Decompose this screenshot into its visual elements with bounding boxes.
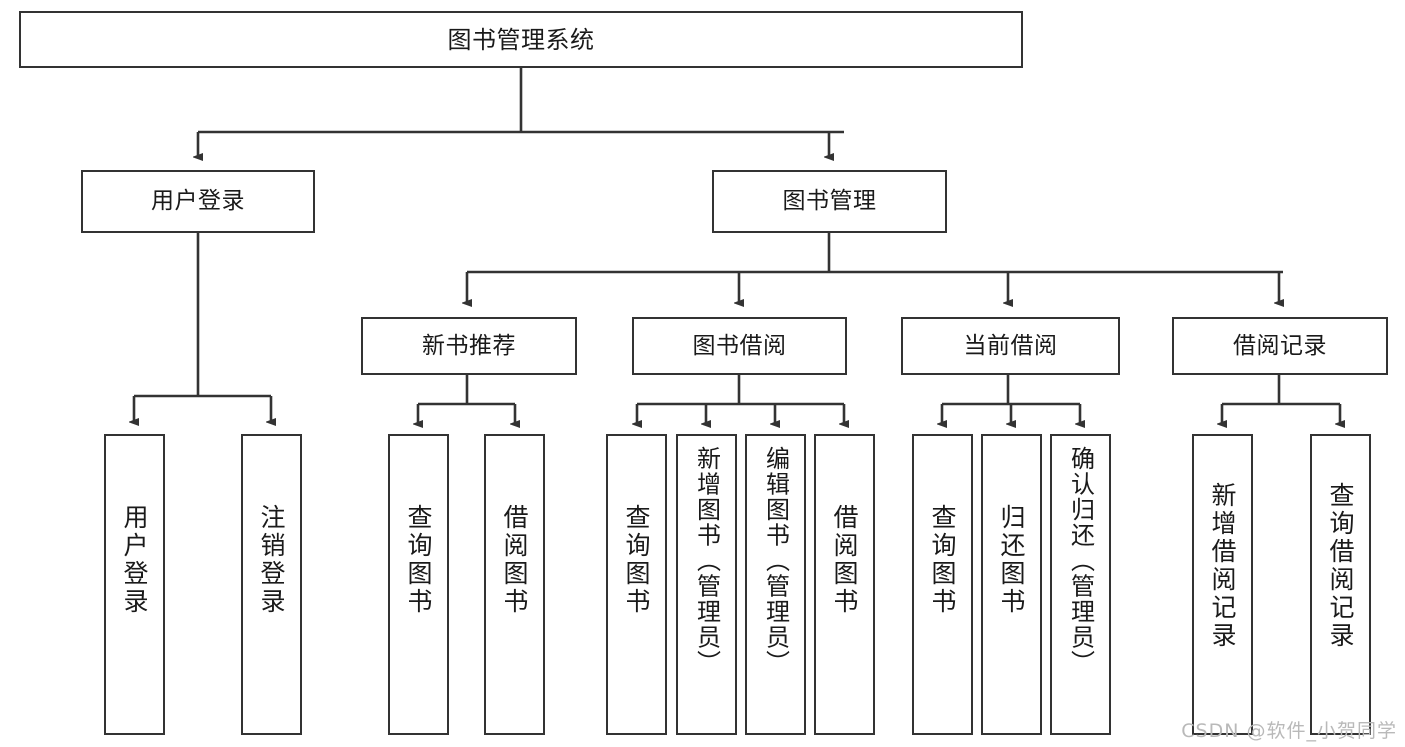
node-label: 借阅记录 (1233, 332, 1327, 359)
node-current-borrow[interactable]: 当前借阅 (901, 317, 1120, 375)
node-book-management[interactable]: 图书管理 (712, 170, 947, 233)
node-user-login[interactable]: 用户登录 (81, 170, 315, 233)
node-label: 注销登录 (257, 504, 286, 616)
leaf-query-book-3[interactable]: 查询图书 (912, 434, 973, 735)
node-label: 编辑图书（管理员） (761, 446, 790, 676)
leaf-edit-book[interactable]: 编辑图书（管理员） (745, 434, 806, 735)
node-label: 借阅图书 (500, 504, 529, 616)
leaf-query-book-1[interactable]: 查询图书 (388, 434, 449, 735)
leaf-user-login[interactable]: 用户登录 (104, 434, 165, 735)
node-label: 查询借阅记录 (1326, 482, 1355, 650)
node-root-system[interactable]: 图书管理系统 (19, 11, 1023, 68)
node-borrow-record[interactable]: 借阅记录 (1172, 317, 1388, 375)
node-label: 图书管理系统 (447, 25, 595, 54)
node-label: 新增图书（管理员） (692, 446, 721, 676)
node-label: 当前借阅 (963, 332, 1058, 359)
node-label: 图书管理 (782, 188, 877, 214)
node-label: 用户登录 (120, 504, 149, 616)
leaf-return-book[interactable]: 归还图书 (981, 434, 1042, 735)
node-label: 图书借阅 (692, 332, 787, 359)
leaf-add-borrow-record[interactable]: 新增借阅记录 (1192, 434, 1253, 735)
leaf-query-book-2[interactable]: 查询图书 (606, 434, 667, 735)
leaf-query-borrow-record[interactable]: 查询借阅记录 (1310, 434, 1371, 735)
leaf-add-book[interactable]: 新增图书（管理员） (676, 434, 737, 735)
watermark-text: CSDN @软件_小贺同学 (1181, 720, 1397, 742)
node-book-borrow[interactable]: 图书借阅 (632, 317, 847, 375)
node-label: 新书推荐 (422, 332, 516, 359)
node-label: 查询图书 (404, 504, 433, 616)
node-label: 用户登录 (151, 188, 245, 214)
leaf-borrow-book-1[interactable]: 借阅图书 (484, 434, 545, 735)
node-label: 查询图书 (928, 504, 957, 616)
node-label: 确认归还（管理员） (1066, 446, 1095, 676)
node-label: 借阅图书 (830, 504, 859, 616)
node-label: 归还图书 (997, 504, 1026, 616)
leaf-logout[interactable]: 注销登录 (241, 434, 302, 735)
node-label: 查询图书 (622, 504, 651, 616)
node-label: 新增借阅记录 (1208, 482, 1237, 650)
node-new-book-recommend[interactable]: 新书推荐 (361, 317, 577, 375)
leaf-borrow-book-2[interactable]: 借阅图书 (814, 434, 875, 735)
leaf-confirm-return[interactable]: 确认归还（管理员） (1050, 434, 1111, 735)
